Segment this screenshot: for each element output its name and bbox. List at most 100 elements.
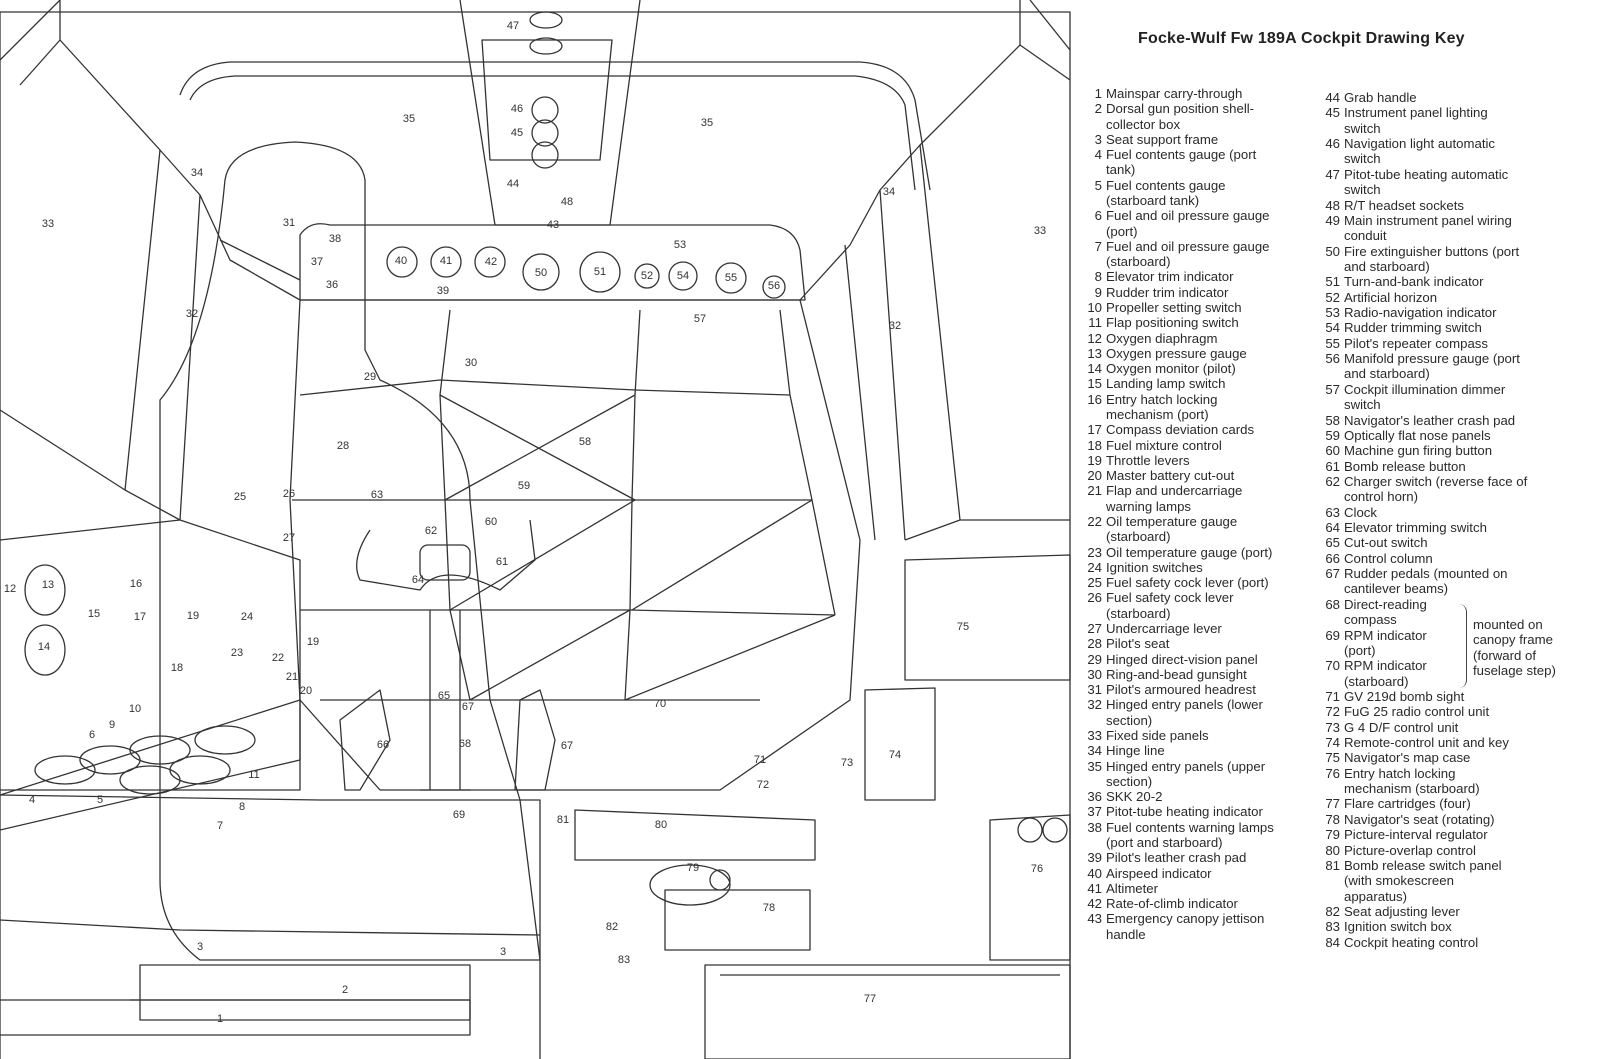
key-number: 63 [1325, 504, 1340, 520]
key-text: Oil temperature gauge (port) [1106, 544, 1273, 560]
callout-number: 7 [217, 820, 223, 832]
key-text: Hinged entry panels (upper [1106, 758, 1266, 774]
key-text: Picture-overlap control [1344, 842, 1476, 858]
key-number: 51 [1325, 274, 1340, 290]
key-number: 66 [1325, 550, 1340, 566]
key-text: Pitot-tube heating indicator [1106, 804, 1263, 820]
key-text: control horn) [1344, 489, 1419, 505]
key-title: Focke-Wulf Fw 189A Cockpit Drawing Key [1138, 30, 1465, 47]
callout-number: 40 [395, 255, 407, 267]
key-text: Fuel and oil pressure gauge [1106, 238, 1270, 254]
callout-number: 44 [507, 178, 519, 190]
key-text: switch [1344, 397, 1381, 413]
key-number: 21 [1087, 483, 1102, 499]
callout-number: 74 [889, 749, 901, 761]
callout-number: 76 [1031, 863, 1043, 875]
key-number: 36 [1087, 789, 1102, 805]
key-text: GV 219d bomb sight [1344, 688, 1465, 704]
drawing-key: Focke-Wulf Fw 189A Cockpit Drawing Key 1… [1087, 0, 1600, 1059]
key-number: 39 [1087, 850, 1102, 866]
key-text: Propeller setting switch [1106, 300, 1242, 315]
key-number: 45 [1325, 105, 1340, 121]
callout-number: 32 [889, 320, 901, 332]
key-text: (starboard) [1106, 605, 1171, 621]
key-text: Airspeed indicator [1106, 865, 1212, 881]
key-number: 69 [1325, 627, 1340, 643]
callout-number: 23 [231, 647, 243, 659]
key-number: 49 [1325, 212, 1340, 228]
key-text: Emergency canopy jettison [1106, 911, 1265, 927]
key-text: Navigation light automatic [1344, 136, 1496, 152]
key-text: Rudder trimming switch [1344, 320, 1482, 336]
right-pillar [799, 0, 1071, 301]
spar [0, 999, 471, 1036]
key-text: (starboard) [1106, 529, 1171, 545]
key-number: 55 [1325, 335, 1340, 351]
callout-number: 62 [425, 525, 437, 537]
key-text: Entry hatch locking [1106, 391, 1218, 407]
key-number: 6 [1094, 208, 1102, 224]
key-text: Oxygen monitor (pilot) [1106, 361, 1236, 377]
key-number: 40 [1087, 865, 1102, 881]
key-text: section) [1106, 773, 1153, 789]
callout-number: 13 [42, 579, 54, 591]
key-number: 9 [1094, 284, 1102, 300]
key-text: Fuel safety cock lever [1106, 590, 1234, 606]
key-text: Navigator's map case [1344, 750, 1471, 766]
callout-number: 67 [462, 701, 474, 713]
key-text: apparatus) [1344, 888, 1408, 904]
key-number: 5 [1094, 177, 1102, 193]
callout-number: 35 [701, 117, 713, 129]
callout-number: 66 [377, 739, 389, 751]
callout-number: 79 [687, 862, 699, 874]
key-number: 71 [1325, 688, 1340, 704]
key-text: (starboard tank) [1106, 192, 1200, 208]
key-number: 72 [1325, 704, 1340, 720]
callout-number: 3 [500, 946, 506, 958]
key-text: Pilot's repeater compass [1344, 335, 1488, 351]
callout-number: 21 [286, 671, 298, 683]
picture-regulator [664, 889, 811, 951]
callout-number: 1 [217, 1013, 223, 1025]
key-text: compass [1344, 612, 1397, 628]
key-number: 28 [1087, 636, 1102, 652]
canopy-frame [0, 11, 1071, 1059]
key-text: Fuel contents gauge [1106, 177, 1226, 193]
key-text: Bomb release switch panel [1344, 857, 1502, 873]
callout-number: 39 [437, 285, 449, 297]
bomb-panel [574, 809, 816, 861]
callout-number: 50 [535, 267, 547, 279]
key-text: mechanism (port) [1106, 406, 1209, 422]
key-text: Fuel safety cock lever (port) [1106, 575, 1269, 591]
callout-number: 11 [248, 769, 259, 781]
key-text: (port) [1106, 223, 1138, 239]
key-number: 20 [1087, 468, 1102, 484]
callout-number: 36 [326, 279, 338, 291]
bracket-line [1458, 604, 1467, 688]
callout-number: 10 [129, 703, 141, 715]
key-text: Entry hatch locking [1344, 765, 1456, 781]
key-number: 62 [1325, 473, 1340, 489]
key-number: 12 [1087, 330, 1102, 346]
callout-number: 2 [342, 984, 348, 996]
key-text: Hinge line [1106, 743, 1165, 759]
left-pillar [0, 0, 301, 301]
key-number: 34 [1087, 743, 1102, 759]
key-text: and starboard) [1344, 258, 1430, 274]
callout-number: 48 [561, 196, 573, 208]
key-number: 79 [1325, 827, 1340, 843]
key-number: 73 [1325, 719, 1340, 735]
key-number: 77 [1325, 796, 1340, 812]
flare-box [989, 814, 1071, 961]
callout-number: 67 [561, 740, 573, 752]
callout-number: 24 [241, 611, 253, 623]
callout-number: 33 [42, 218, 54, 230]
key-number: 46 [1325, 136, 1340, 152]
key-text: Oxygen pressure gauge [1106, 345, 1247, 361]
key-text: Hinged direct-vision panel [1106, 651, 1258, 667]
callout-number: 78 [763, 902, 775, 914]
key-text: (starboard) [1344, 673, 1409, 689]
key-text: warning lamps [1106, 498, 1192, 514]
key-text: Cockpit illumination dimmer [1344, 381, 1506, 397]
